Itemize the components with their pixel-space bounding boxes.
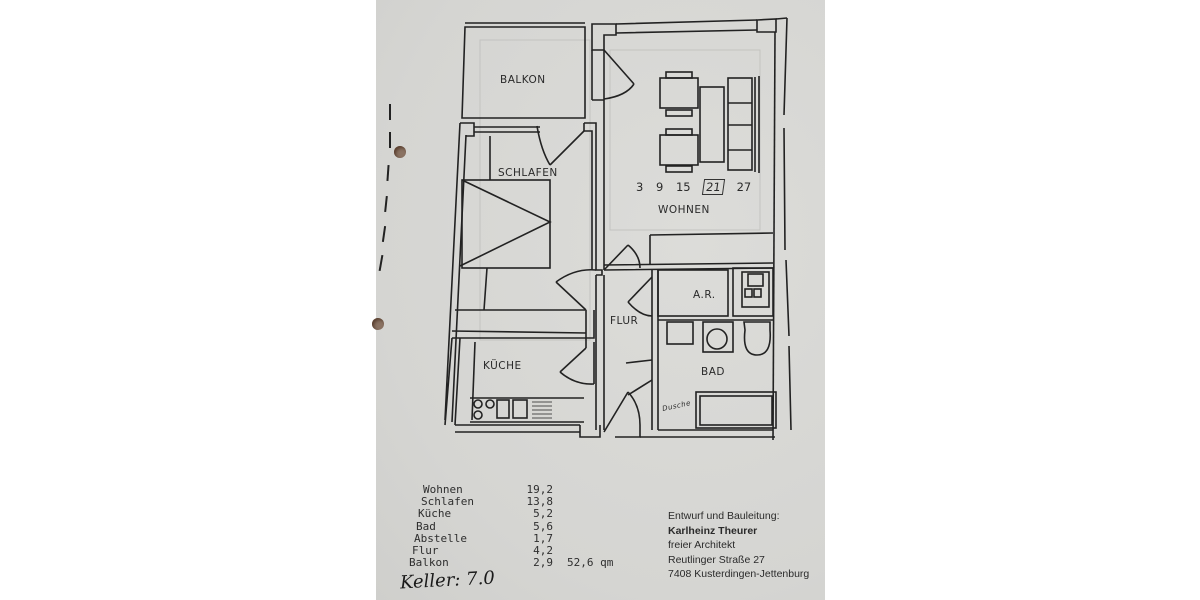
room-label-bad: BAD	[701, 366, 725, 378]
scale-number: 9	[655, 180, 664, 194]
area-total: 52,6 qm	[567, 556, 614, 570]
room-label-ar: A.R.	[693, 289, 716, 301]
scale-number: 27	[736, 180, 752, 194]
binding-mark	[389, 104, 391, 120]
scale-number: 15	[675, 180, 691, 194]
room-label-wohnen: WOHNEN	[658, 204, 710, 216]
room-label-kueche: KÜCHE	[483, 360, 522, 372]
room-label-schlafen: SCHLAFEN	[498, 167, 558, 179]
architect-name: Karlheinz Theurer	[668, 524, 758, 537]
architect-title: freier Architekt	[668, 539, 736, 551]
punch-hole-bottom	[372, 318, 384, 330]
room-label-balkon: BALKON	[500, 74, 546, 86]
architect-street: Reutlinger Straße 27	[668, 553, 765, 566]
room-label-flur: FLUR	[610, 315, 639, 327]
binding-mark	[389, 132, 391, 148]
architect-city: 7408 Kusterdingen-Jettenburg	[668, 568, 810, 580]
architect-heading: Entwurf und Bauleitung:	[668, 510, 780, 522]
scale-number-highlighted: 21	[702, 179, 726, 195]
architect-block: Entwurf und Bauleitung: Karlheinz Theure…	[668, 509, 809, 582]
scale-number: 3	[636, 180, 644, 194]
punch-hole-top	[394, 146, 406, 158]
scale-numbers: 3 9 15 21 27	[636, 179, 760, 195]
